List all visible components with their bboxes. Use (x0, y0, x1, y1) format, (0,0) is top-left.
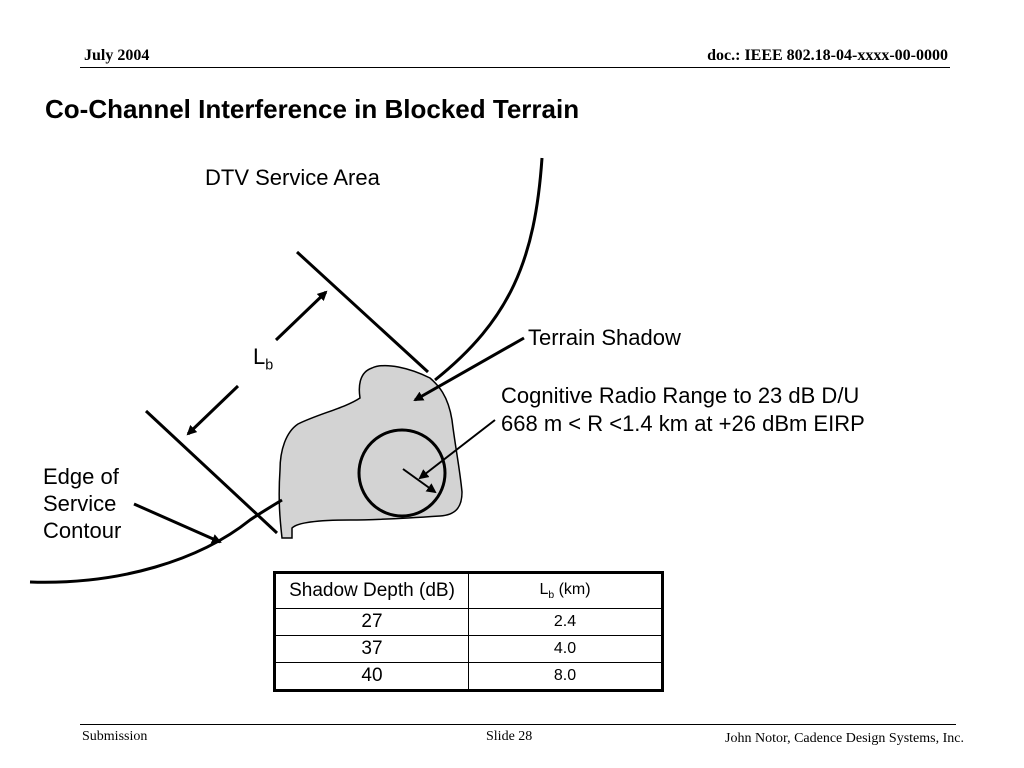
header-divider (80, 67, 950, 68)
slide-title: Co-Channel Interference in Blocked Terra… (45, 94, 580, 124)
table-header-row: Shadow Depth (dB) Lb (km) (274, 572, 663, 609)
lb-boundary-lower (144, 409, 279, 535)
lb-cell: 2.4 (468, 608, 663, 636)
cognitive-range-pointer (418, 419, 496, 480)
footer-divider (80, 724, 956, 725)
table-row: 40 8.0 (274, 662, 663, 691)
edge-contour-pointer (133, 502, 222, 544)
footer-author: John Notor, Cadence Design Systems, Inc. (725, 731, 964, 746)
header-lb: Lb (km) (468, 572, 663, 609)
terrain-shadow-region (278, 364, 463, 539)
edge-label-line3: Contour (43, 518, 122, 543)
terrain-shadow-pointer (413, 336, 525, 402)
table-row: 27 2.4 (274, 608, 663, 636)
cognitive-range-label-line2: 668 m < R <1.4 km at +26 dBm EIRP (501, 411, 865, 436)
table-row: 37 4.0 (274, 635, 663, 663)
cognitive-radio-range-circle (357, 428, 447, 518)
edge-label-line1: Edge of (43, 464, 119, 489)
header-date: July 2004 (84, 47, 150, 64)
header-lb-sub: b (548, 590, 555, 602)
lb-arrow-up (274, 290, 328, 342)
cognitive-range-label-line1: Cognitive Radio Range to 23 dB D/U (501, 383, 860, 408)
terrain-shadow-label: Terrain Shadow (528, 325, 681, 350)
lb-label: Lb (253, 343, 273, 379)
service-contour-upper (434, 157, 544, 382)
depth-cell: 27 (274, 608, 469, 636)
lb-label-sub: b (265, 357, 274, 374)
radius-arrow (402, 468, 437, 494)
depth-cell: 37 (274, 635, 469, 663)
footer-slide-number: Slide 28 (486, 729, 533, 744)
shadow-depth-table: Shadow Depth (dB) Lb (km) 27 2.4 37 4.0 … (273, 571, 664, 692)
header-shadow-depth: Shadow Depth (dB) (274, 572, 469, 609)
depth-cell: 40 (274, 662, 469, 691)
header-lb-suffix: (km) (554, 580, 591, 598)
lb-boundary-upper (295, 250, 430, 374)
lb-label-main: L (253, 344, 266, 369)
edge-label-line2: Service (43, 491, 117, 516)
lb-arrow-down (186, 384, 240, 436)
footer-submission: Submission (82, 729, 148, 744)
dtv-service-area-label: DTV Service Area (205, 165, 380, 190)
lb-cell: 8.0 (468, 662, 663, 691)
header-lb-main: L (539, 580, 549, 598)
header-doc-id: doc.: IEEE 802.18-04-xxxx-00-0000 (707, 47, 948, 64)
lb-cell: 4.0 (468, 635, 663, 663)
